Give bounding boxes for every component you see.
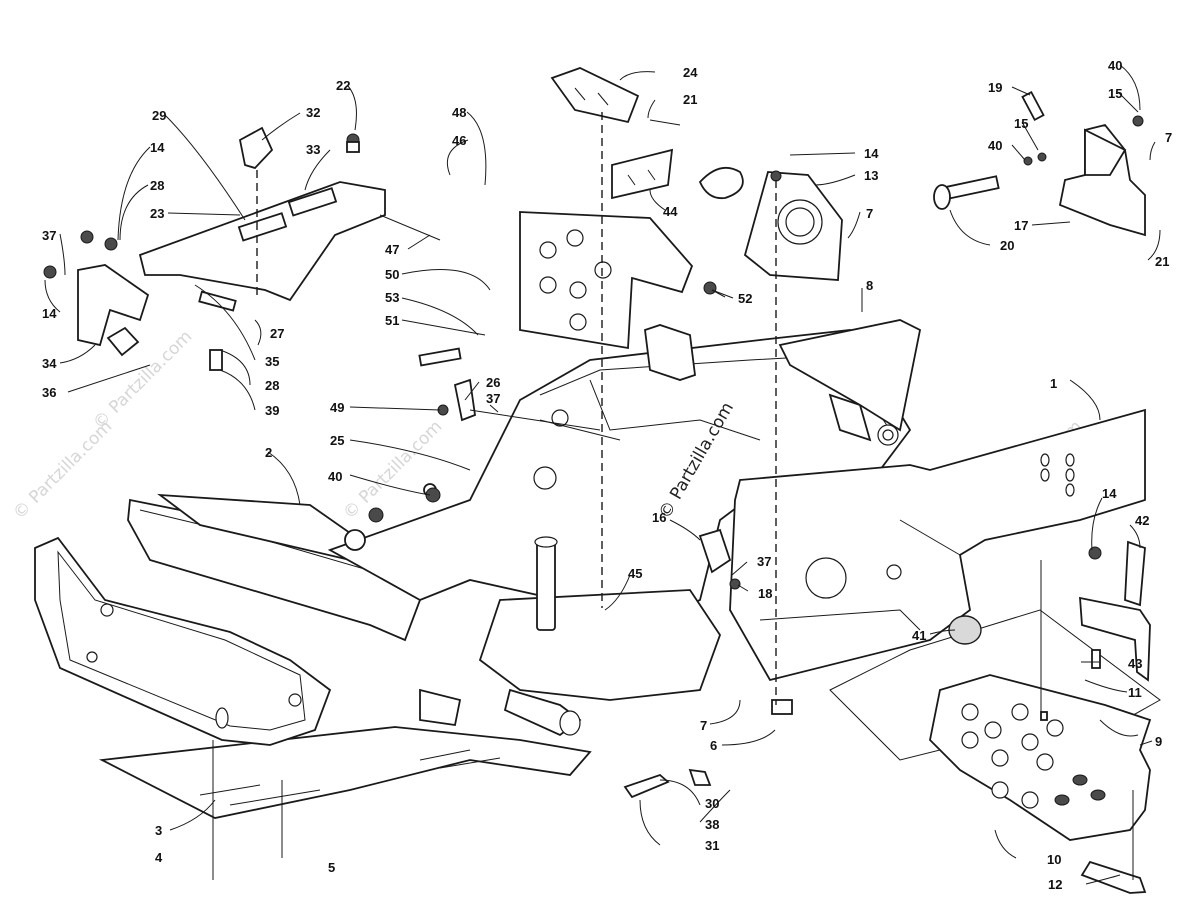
callout-50: 50 bbox=[385, 267, 399, 282]
callout-28b: 28 bbox=[265, 378, 279, 393]
callout-28a: 28 bbox=[150, 178, 164, 193]
callout-48: 48 bbox=[452, 105, 466, 120]
callout-21b: 21 bbox=[1155, 254, 1169, 269]
callout-37c: 37 bbox=[757, 554, 771, 569]
callout-13: 13 bbox=[864, 168, 878, 183]
callout-6: 6 bbox=[710, 738, 717, 753]
callout-21a: 21 bbox=[683, 92, 697, 107]
callout-14a: 14 bbox=[864, 146, 879, 161]
alignment-lines bbox=[212, 112, 1134, 880]
front-frame bbox=[34, 324, 912, 746]
callout-2: 2 bbox=[265, 445, 272, 460]
footrest bbox=[929, 674, 1152, 841]
callout-34: 34 bbox=[42, 356, 57, 371]
callout-1: 1 bbox=[1050, 376, 1057, 391]
callout-40c: 40 bbox=[1108, 58, 1122, 73]
callout-46: 46 bbox=[452, 133, 466, 148]
callout-7a: 7 bbox=[700, 718, 707, 733]
callout-32: 32 bbox=[306, 105, 320, 120]
watermark-left: © Partzilla.com bbox=[9, 417, 116, 524]
right-top-bracket bbox=[1058, 123, 1146, 237]
callout-26: 26 bbox=[486, 375, 500, 390]
seat-support bbox=[138, 126, 386, 302]
callout-10: 10 bbox=[1047, 852, 1061, 867]
callout-41: 41 bbox=[912, 628, 926, 643]
callout-29: 29 bbox=[152, 108, 166, 123]
callout-53: 53 bbox=[385, 290, 399, 305]
callout-49: 49 bbox=[330, 400, 344, 415]
side-panel bbox=[729, 319, 1146, 682]
callout-31: 31 bbox=[705, 838, 719, 853]
callout-4: 4 bbox=[155, 850, 163, 865]
callout-40a: 40 bbox=[328, 469, 342, 484]
callout-24: 24 bbox=[683, 65, 698, 80]
callout-43: 43 bbox=[1128, 656, 1142, 671]
callout-38: 38 bbox=[705, 817, 719, 832]
callout-45: 45 bbox=[628, 566, 642, 581]
callout-40b: 40 bbox=[988, 138, 1002, 153]
callout-7c: 7 bbox=[1165, 130, 1172, 145]
callout-37a: 37 bbox=[42, 228, 56, 243]
small-brackets bbox=[1079, 540, 1151, 894]
callout-16: 16 bbox=[652, 510, 666, 525]
callout-8: 8 bbox=[866, 278, 873, 293]
callout-47: 47 bbox=[385, 242, 399, 257]
callout-23: 23 bbox=[150, 206, 164, 221]
callout-25: 25 bbox=[330, 433, 344, 448]
callout-37b: 37 bbox=[486, 391, 500, 406]
callout-42: 42 bbox=[1135, 513, 1149, 528]
callout-19: 19 bbox=[988, 80, 1002, 95]
upper-plates bbox=[550, 67, 744, 200]
callout-22: 22 bbox=[336, 78, 350, 93]
callout-30: 30 bbox=[705, 796, 719, 811]
callout-17: 17 bbox=[1014, 218, 1028, 233]
callout-18: 18 bbox=[758, 586, 772, 601]
belly-pan bbox=[98, 726, 592, 819]
steering-bracket bbox=[519, 211, 694, 350]
callout-5: 5 bbox=[328, 860, 335, 875]
leader-lines bbox=[44, 64, 1161, 885]
callout-52: 52 bbox=[738, 291, 752, 306]
callout-7b: 7 bbox=[866, 206, 873, 221]
watermark-center-left: © Partzilla.com bbox=[339, 417, 446, 524]
callout-15a: 15 bbox=[1108, 86, 1122, 101]
callout-15b: 15 bbox=[1014, 116, 1028, 131]
callout-44: 44 bbox=[663, 204, 678, 219]
bearing-plate bbox=[743, 170, 843, 281]
callout-14d: 14 bbox=[1102, 486, 1117, 501]
callout-36: 36 bbox=[42, 385, 56, 400]
left-bracket bbox=[77, 264, 150, 357]
callout-12: 12 bbox=[1048, 877, 1062, 892]
callout-27: 27 bbox=[270, 326, 284, 341]
callout-35: 35 bbox=[265, 354, 279, 369]
callout-20: 20 bbox=[1000, 238, 1014, 253]
callout-11: 11 bbox=[1128, 685, 1142, 700]
callout-33: 33 bbox=[306, 142, 320, 157]
callout-39: 39 bbox=[265, 403, 279, 418]
callout-14c: 14 bbox=[42, 306, 57, 321]
callout-9: 9 bbox=[1155, 734, 1162, 749]
callout-3: 3 bbox=[155, 823, 162, 838]
callout-14b: 14 bbox=[150, 140, 165, 155]
callout-51: 51 bbox=[385, 313, 399, 328]
callouts: 1 2 3 4 5 6 7 7 7 8 9 10 11 12 13 14 14 … bbox=[42, 58, 1172, 892]
